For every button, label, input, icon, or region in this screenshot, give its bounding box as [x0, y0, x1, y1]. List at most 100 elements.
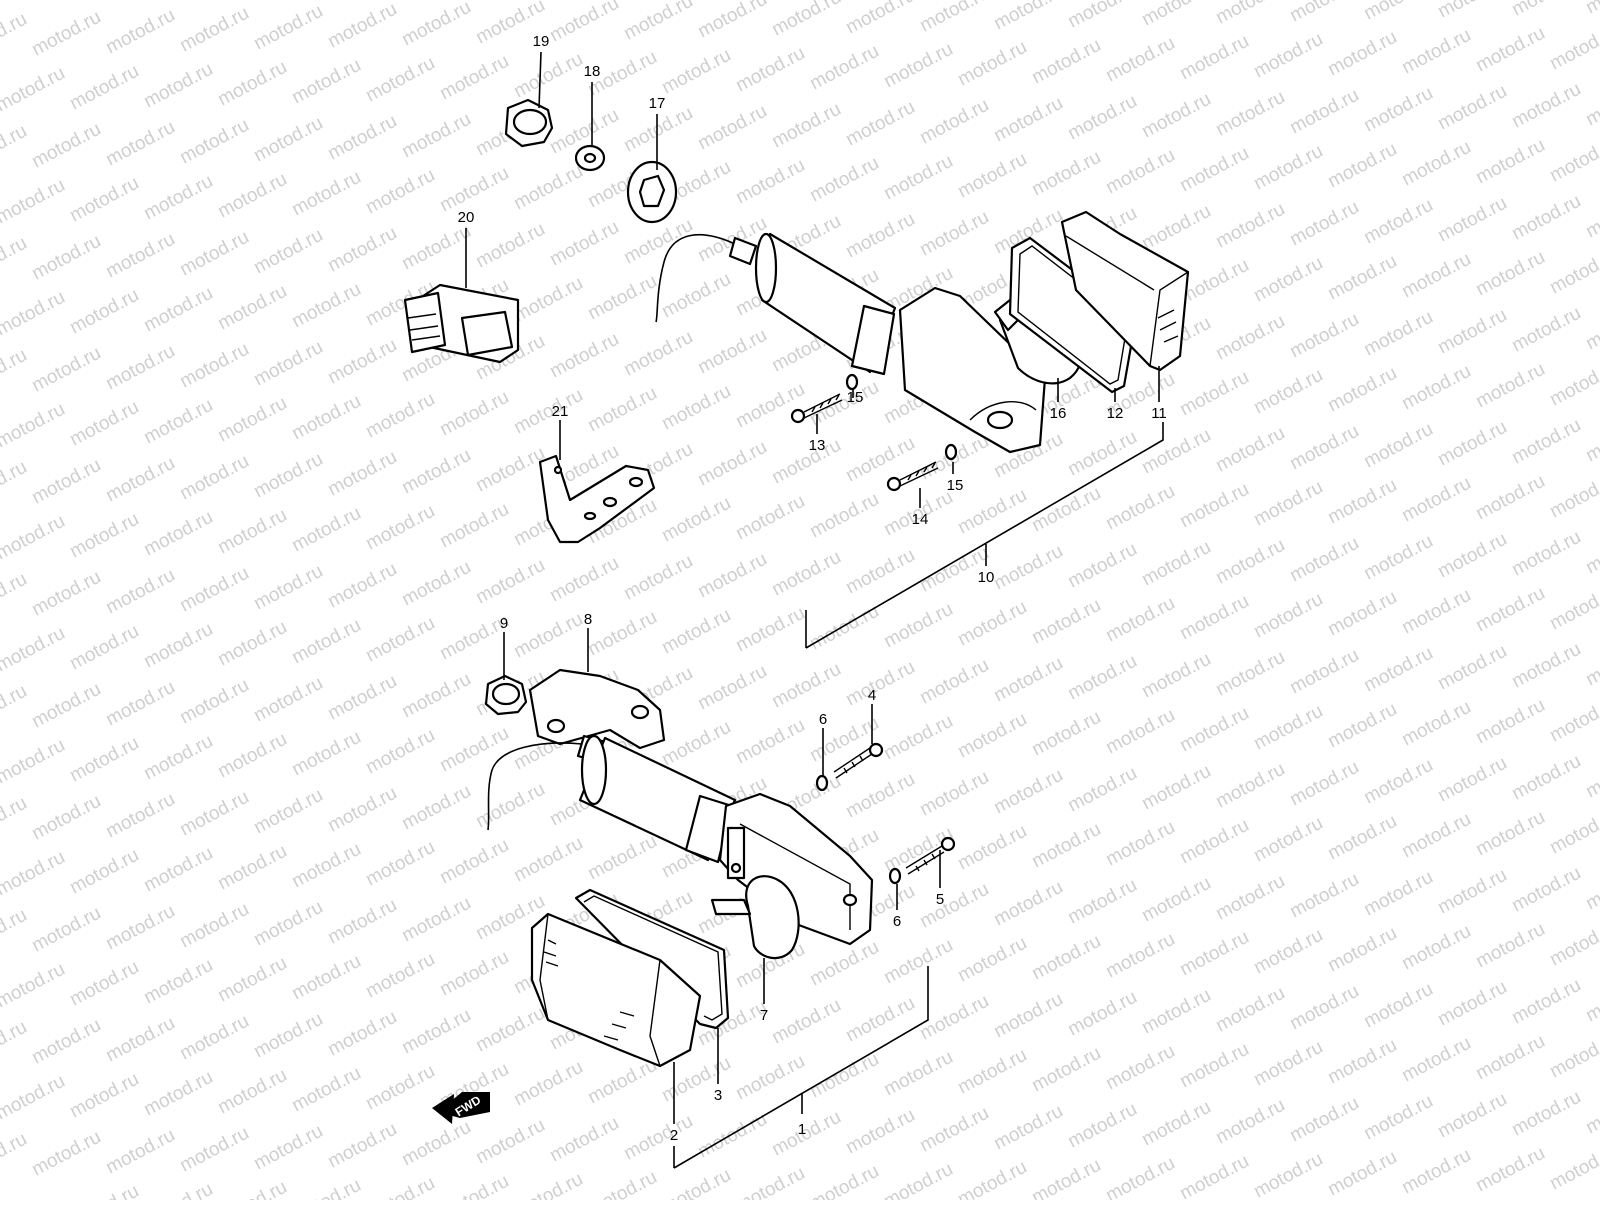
watermark-text: motod.ru: [214, 1065, 290, 1119]
watermark-text: motod.ru: [510, 161, 586, 215]
watermark-text: motod.ru: [1546, 693, 1600, 747]
watermark-text: motod.ru: [658, 717, 734, 771]
watermark-text: motod.ru: [584, 383, 660, 437]
watermark-text: motod.ru: [28, 1127, 104, 1181]
watermark-text: motod.ru: [1064, 987, 1140, 1041]
watermark-text: motod.ru: [510, 49, 586, 103]
watermark-text: motod.ru: [214, 281, 290, 335]
watermark-text: motod.ru: [1324, 1147, 1400, 1200]
watermark-text: motod.ru: [1398, 697, 1474, 751]
callout-6b: 6: [893, 913, 901, 930]
watermark-text: motod.ru: [1176, 927, 1252, 981]
watermark-text: motod.ru: [1434, 305, 1510, 359]
watermark-text: motod.ru: [398, 893, 474, 947]
watermark-text: motod.ru: [1064, 875, 1140, 929]
watermark-text: motod.ru: [1176, 1151, 1252, 1200]
watermark-text: motod.ru: [1102, 1153, 1178, 1200]
watermark-text: motod.ru: [288, 1175, 364, 1200]
part-20-relay: [405, 285, 518, 362]
watermark-text: motod.ru: [250, 673, 326, 727]
watermark-text: motod.ru: [620, 1111, 696, 1165]
watermark-text: motod.ru: [288, 503, 364, 557]
watermark-text: motod.ru: [990, 653, 1066, 707]
watermark-text: motod.ru: [806, 41, 882, 95]
watermark-text: motod.ru: [250, 337, 326, 391]
watermark-text: motod.ru: [140, 395, 216, 449]
watermark-text: motod.ru: [1028, 1155, 1104, 1200]
watermark-text: motod.ru: [768, 1107, 844, 1161]
watermark-text: motod.ru: [954, 1045, 1030, 1099]
watermark-text: motod.ru: [1324, 811, 1400, 865]
watermark-text: motod.ru: [1176, 591, 1252, 645]
watermark-text: motod.ru: [398, 781, 474, 835]
watermark-text: motod.ru: [176, 451, 252, 505]
watermark-text: motod.ru: [324, 223, 400, 277]
watermark-text: motod.ru: [1546, 469, 1600, 523]
watermark-text: motod.ru: [324, 671, 400, 725]
watermark-text: motod.ru: [806, 937, 882, 991]
watermark-text: motod.ru: [0, 121, 31, 175]
watermark-text: motod.ru: [1064, 427, 1140, 481]
watermark-text: motod.ru: [0, 1017, 31, 1071]
watermark-text: motod.ru: [362, 53, 438, 107]
watermark-text: motod.ru: [1360, 1091, 1436, 1145]
watermark-text: motod.ru: [0, 511, 69, 565]
watermark-text: motod.ru: [1028, 707, 1104, 761]
watermark-text: motod.ru: [250, 897, 326, 951]
watermark-text: motod.ru: [1582, 861, 1600, 915]
watermark-text: motod.ru: [1250, 253, 1326, 307]
watermark-text: motod.ru: [66, 957, 142, 1011]
watermark-text: motod.ru: [214, 617, 290, 671]
watermark-text: motod.ru: [1472, 807, 1548, 861]
callout-8: 8: [584, 611, 592, 628]
watermark-text: motod.ru: [1250, 925, 1326, 979]
watermark-text: motod.ru: [1546, 357, 1600, 411]
watermark-text: motod.ru: [1508, 1087, 1584, 1141]
watermark-text: motod.ru: [102, 1125, 178, 1179]
watermark-text: motod.ru: [1286, 645, 1362, 699]
watermark-text: motod.ru: [1360, 643, 1436, 697]
watermark-text: motod.ru: [102, 901, 178, 955]
watermark-text: motod.ru: [546, 553, 622, 607]
watermark-text: motod.ru: [842, 657, 918, 711]
watermark-text: motod.ru: [1434, 81, 1510, 135]
watermark-text: motod.ru: [1434, 0, 1510, 22]
watermark-text: motod.ru: [324, 111, 400, 165]
watermark-text: motod.ru: [66, 173, 142, 227]
watermark-text: motod.ru: [510, 609, 586, 663]
watermark-text: motod.ru: [1546, 581, 1600, 635]
watermark-text: motod.ru: [880, 1159, 956, 1200]
watermark-text: motod.ru: [0, 9, 31, 63]
watermark-text: motod.ru: [1508, 415, 1584, 469]
watermark-text: motod.ru: [1138, 89, 1214, 143]
watermark-text: motod.ru: [842, 545, 918, 599]
watermark-text: motod.ru: [768, 435, 844, 489]
watermark-text: motod.ru: [472, 1003, 548, 1057]
watermark-text: motod.ru: [1212, 871, 1288, 925]
watermark-text: motod.ru: [1138, 425, 1214, 479]
watermark-text: motod.ru: [658, 45, 734, 99]
watermark-text: motod.ru: [398, 109, 474, 163]
watermark-text: motod.ru: [732, 43, 808, 97]
watermark-text: motod.ru: [1360, 307, 1436, 361]
watermark-text: motod.ru: [0, 569, 31, 623]
watermark-text: motod.ru: [806, 377, 882, 431]
watermark-text: motod.ru: [472, 779, 548, 833]
watermark-text: motod.ru: [1434, 193, 1510, 247]
watermark-text: motod.ru: [398, 0, 474, 50]
watermark-text: motod.ru: [1582, 749, 1600, 803]
watermark-text: motod.ru: [1250, 589, 1326, 643]
watermark-text: motod.ru: [1324, 1035, 1400, 1089]
watermark-text: motod.ru: [1138, 985, 1214, 1039]
watermark-text: motod.ru: [436, 51, 512, 105]
watermark-text: motod.ru: [250, 785, 326, 839]
watermark-text: motod.ru: [1212, 535, 1288, 589]
watermark-text: motod.ru: [1176, 479, 1252, 533]
callout-18: 18: [584, 63, 601, 80]
watermark-text: motod.ru: [66, 1181, 142, 1200]
watermark-text: motod.ru: [842, 0, 918, 38]
watermark-text: motod.ru: [214, 393, 290, 447]
watermark-text: motod.ru: [436, 1171, 512, 1200]
watermark-text: motod.ru: [1102, 817, 1178, 871]
watermark-text: motod.ru: [1176, 31, 1252, 85]
